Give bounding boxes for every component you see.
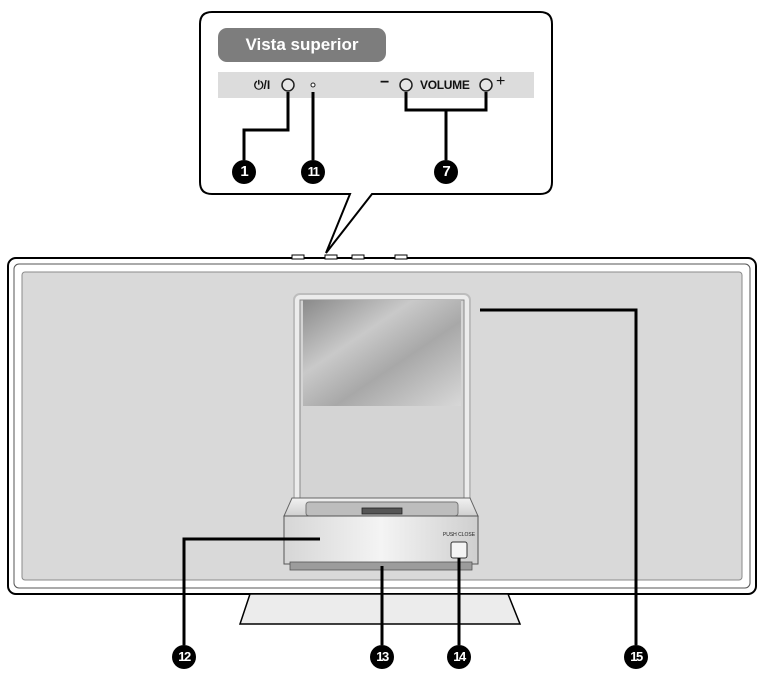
volume-down-button[interactable] <box>399 78 413 92</box>
volume-plus-label: + <box>496 73 506 90</box>
callout-11: 11 <box>301 160 325 184</box>
top-view-bubble <box>199 11 553 254</box>
volume-label: VOLUME <box>420 78 470 92</box>
volume-up-button[interactable] <box>479 78 493 92</box>
bubble-title: Vista superior <box>245 35 359 54</box>
stand <box>238 593 522 625</box>
standby-indicator <box>310 82 316 88</box>
dock-connector <box>361 507 403 515</box>
callout-7: 7 <box>434 160 458 184</box>
push-close-label: PUSH CLOSE <box>442 532 476 538</box>
volume-minus-label: − <box>380 74 390 91</box>
callout-1: 1 <box>232 160 256 184</box>
callout-14: 14 <box>447 645 471 669</box>
callout-13: 13 <box>370 645 394 669</box>
bubble-title-bg <box>218 28 386 62</box>
power-button[interactable] <box>281 78 295 92</box>
dock-compartment <box>293 293 471 523</box>
callout-15: 15 <box>624 645 648 669</box>
push-close-button[interactable] <box>450 541 468 559</box>
power-symbol-label: ⏻/I <box>254 78 271 92</box>
dock-window <box>303 300 461 406</box>
callout-12: 12 <box>172 645 196 669</box>
